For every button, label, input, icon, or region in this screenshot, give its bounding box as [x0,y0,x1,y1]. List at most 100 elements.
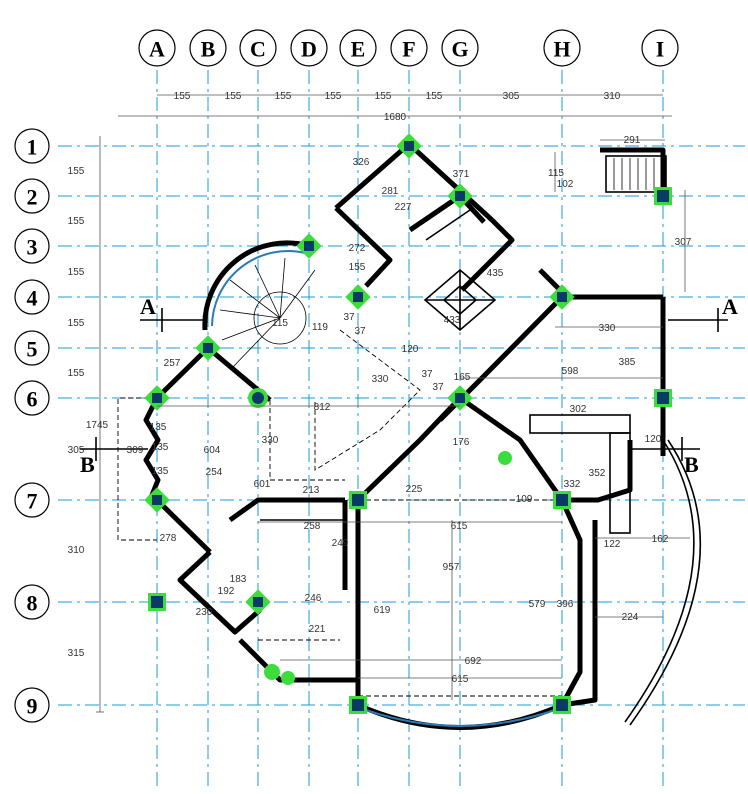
col-label-F: F [402,37,415,62]
dim-192: 192 [218,586,235,597]
col-label-C: C [250,37,266,62]
dim-433: 433 [444,315,461,326]
column-A8 [148,593,166,611]
dim-258: 258 [304,521,321,532]
column-F1 [396,133,422,159]
row-spacing-56: 155 [68,368,85,379]
dim-135-b: 135 [152,442,169,453]
dim-692: 692 [465,656,482,667]
dim-385: 385 [619,357,636,368]
col-label-E: E [351,37,366,62]
column-C6 [248,388,268,408]
dim-162: 162 [652,534,669,545]
dim-37-c: 37 [421,369,433,380]
col-spacing-EF: 155 [375,91,392,102]
column-H7 [553,491,571,509]
dim-396: 396 [557,599,574,610]
col-label-B: B [201,37,216,62]
row-bubble-1: 1 [14,128,50,164]
row-total: 1745 [86,420,109,431]
column-H9 [553,696,571,714]
dim-183: 183 [230,574,247,585]
col-label-G: G [451,37,468,62]
dim-135-c: 135 [152,466,169,477]
row-spacing-78: 310 [68,545,85,556]
row-label-9: 9 [27,694,38,719]
dim-278: 278 [160,533,177,544]
column-H4 [549,284,575,310]
dim-176: 176 [453,437,470,448]
column-A6 [144,385,170,411]
col-bubble-F: F [390,29,428,67]
row-label-2: 2 [27,185,38,210]
dim-326: 326 [353,157,370,168]
col-spacing-BC: 155 [225,91,242,102]
fixture-green-2 [264,664,280,680]
row-bubble-6: 6 [14,380,50,416]
dim-330-a: 330 [599,323,616,334]
column-G6 [447,385,473,411]
section-B-right: B [684,452,699,477]
col-bubble-G: G [441,29,479,67]
column-E4 [345,284,371,310]
row-spacing-67: 305 [68,445,85,456]
row-bubble-4: 4 [14,279,50,315]
dim-604: 604 [204,445,221,456]
column-E7 [349,491,367,509]
row-bubble-8: 8 [14,584,50,620]
col-label-I: I [656,37,665,62]
col-bubble-H: H [543,29,581,67]
section-A-right: A [722,294,738,319]
dim-371: 371 [453,169,470,180]
dim-330-c: 330 [262,435,279,446]
row-bubble-5: 5 [14,330,50,366]
dim-257: 257 [164,358,181,369]
fixture-green-3 [281,671,295,685]
column-I6 [654,389,672,407]
dim-155: 155 [349,262,366,273]
col-spacing-DE: 155 [325,91,342,102]
column-A7 [144,487,170,513]
dim-120-a: 120 [402,344,419,355]
row-spacing-12: 155 [68,166,85,177]
row-label-1: 1 [27,135,38,160]
dim-330-b: 330 [372,374,389,385]
row-spacing-45: 155 [68,318,85,329]
dim-812: 812 [314,402,331,413]
col-bubble-E: E [339,29,377,67]
row-label-8: 8 [27,591,38,616]
dim-230: 230 [196,607,213,618]
col-spacing-GH: 305 [503,91,520,102]
section-markers: A A B B [80,294,738,477]
row-label-3: 3 [27,235,38,260]
dim-249: 249 [332,538,349,549]
row-label-7: 7 [27,489,38,514]
dim-120-b: 120 [645,434,662,445]
row-bubbles: 1 2 3 4 5 6 7 8 9 [14,128,50,723]
dim-615-b: 615 [452,674,469,685]
column-D3 [296,233,322,259]
col-spacing-AB: 155 [174,91,191,102]
dim-122: 122 [604,539,621,550]
column-B5 [195,335,221,361]
dim-332: 332 [564,479,581,490]
dim-254: 254 [206,467,223,478]
col-label-D: D [301,37,317,62]
col-bubble-C: C [239,29,277,67]
dim-119: 119 [312,322,328,333]
row-spacing-34: 155 [68,267,85,278]
dim-227: 227 [395,202,412,213]
col-bubble-B: B [189,29,227,67]
column-total: 1680 [384,112,407,123]
dim-957: 957 [443,562,460,573]
dim-281: 281 [382,186,399,197]
section-A-left: A [140,294,156,319]
dim-37-a: 37 [343,312,355,323]
dim-619: 619 [374,605,391,616]
dim-352: 352 [589,468,606,479]
left-dimension-chain: 155 155 155 155 155 305 310 315 1745 [68,136,109,713]
dim-115-stair: 115 [272,318,288,329]
row-label-6: 6 [27,387,38,412]
dim-307: 307 [675,237,692,248]
